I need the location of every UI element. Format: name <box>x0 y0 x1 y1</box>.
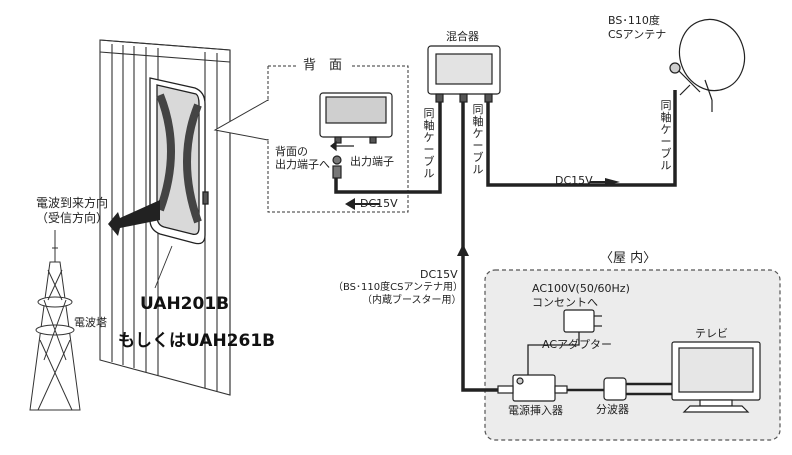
tower-label: 電波塔 <box>74 316 107 329</box>
rear-output-label-1: 背面の <box>275 145 308 158</box>
antenna-rear-body <box>319 92 393 179</box>
dc15v-right-label: DC15V <box>555 174 593 187</box>
tv-label: テレビ <box>695 327 728 340</box>
power-inserter-label: 電源挿入器 <box>508 404 563 417</box>
ac-adapter-device <box>527 309 602 375</box>
television <box>671 341 761 413</box>
model-label-2: もしくはUAH261B <box>118 331 276 351</box>
coax-label-right: 同軸ケーブル <box>660 99 672 172</box>
bs-cs-dish <box>669 18 746 112</box>
wave-direction-arrow <box>108 200 160 236</box>
indoor-label: 〈屋 内〉 <box>600 251 657 266</box>
output-terminal-label: 出力端子 <box>350 155 394 168</box>
splitter-device <box>603 377 672 401</box>
coax-label-left: 同軸ケーブル <box>423 107 435 180</box>
bs-antenna-label-1: BS･110度 <box>608 14 660 27</box>
model-label-1: UAH201B <box>140 294 230 314</box>
coax-label-middle: 同軸ケーブル <box>472 103 484 176</box>
mixer-label: 混合器 <box>446 30 479 43</box>
dc15v-note-2: （内蔵ブースター用） <box>362 295 462 306</box>
rear-view-title: 背 面 <box>300 59 346 72</box>
uhf-antenna <box>149 77 209 245</box>
dc15v-note-1: （BS･110度CSアンテナ用） <box>333 282 464 293</box>
dc15v-up-label: DC15V <box>420 268 458 281</box>
broadcast-tower <box>29 230 81 411</box>
dc15v-left-label: DC15V <box>360 197 398 210</box>
ac-adapter-label: ACアダプター <box>542 338 613 351</box>
wave-direction-label-1: 電波到来方向 <box>36 196 109 210</box>
power-inserter-device <box>497 374 568 402</box>
wave-direction-label-2: （受信方向） <box>36 211 109 225</box>
rear-output-label-2: 出力端子へ <box>275 158 330 171</box>
bs-antenna-label-2: CSアンテナ <box>608 28 667 41</box>
splitter-label: 分波器 <box>596 403 629 416</box>
ac-label-1: AC100V(50/60Hz) <box>532 282 630 295</box>
ac-label-2: コンセントへ <box>532 296 598 309</box>
mixer-device <box>427 45 501 103</box>
